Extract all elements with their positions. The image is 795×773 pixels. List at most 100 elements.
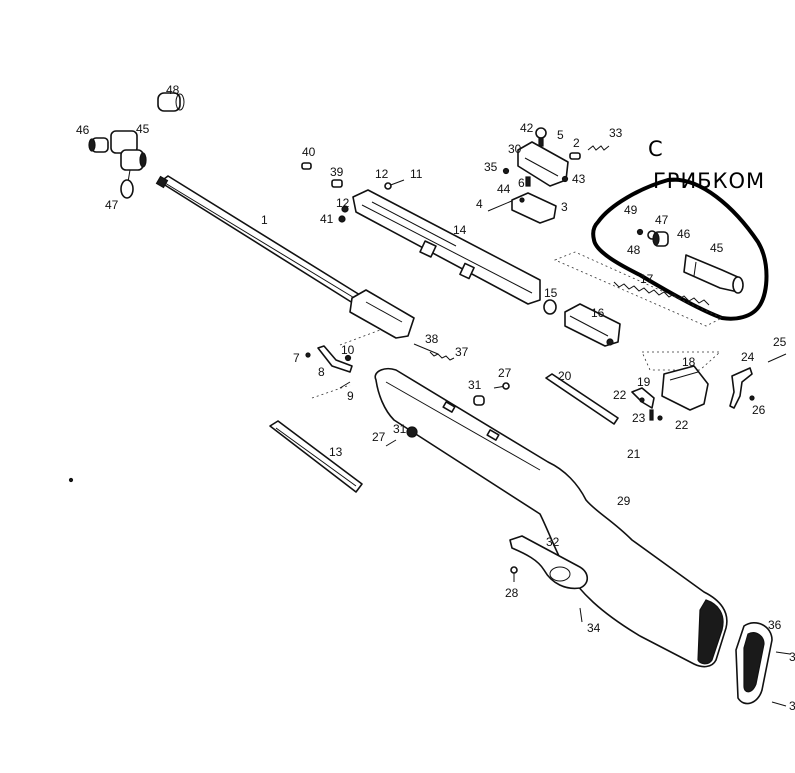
screw-34	[579, 607, 583, 623]
callout-20: 20	[558, 369, 572, 383]
callout-15: 15	[544, 286, 558, 300]
callout-22b: 22	[675, 418, 689, 432]
pin-35	[502, 167, 510, 175]
muzzle-mushroom-45	[110, 130, 147, 171]
callout-48: 48	[166, 83, 180, 97]
callout-43: 43	[572, 172, 586, 186]
pin-10	[344, 354, 352, 362]
pin-22a	[639, 397, 645, 403]
callout-45: 45	[136, 122, 150, 136]
callout-31b: 31	[393, 422, 407, 436]
mainspring-17	[613, 281, 710, 306]
callout-10: 10	[341, 343, 355, 357]
callout-6: 6	[518, 176, 525, 190]
callout-3-lower: 3	[789, 699, 795, 713]
callout-13: 13	[329, 445, 343, 459]
callout-4: 4	[476, 197, 483, 211]
pin-23	[649, 409, 654, 421]
callout-24: 24	[741, 350, 755, 364]
buttplate-36	[735, 622, 773, 705]
callout-22a: 22	[613, 388, 627, 402]
mushroom-45	[683, 254, 744, 294]
callout-28: 28	[505, 586, 519, 600]
callout-25: 25	[773, 335, 787, 349]
callout-48b: 48	[627, 243, 641, 257]
callout-14: 14	[453, 223, 467, 237]
callout-44: 44	[497, 182, 511, 196]
callout-12b: 12	[336, 196, 350, 210]
annotation-line-1: С	[648, 137, 664, 161]
rod-13	[269, 420, 363, 493]
callout-37: 37	[455, 345, 469, 359]
pin-6	[525, 176, 531, 187]
callout-34: 34	[587, 621, 601, 635]
screw-28	[510, 566, 518, 582]
pin-25	[767, 353, 787, 363]
callout-2: 2	[573, 136, 580, 150]
receiver-14	[352, 189, 541, 305]
trigger-24	[729, 367, 753, 409]
lever-20	[545, 373, 619, 425]
pin-7	[305, 352, 311, 358]
screw-27-lower	[385, 439, 397, 447]
buttplate-screw-upper	[775, 651, 791, 655]
bolt-16	[564, 303, 621, 347]
barrel-1	[155, 175, 415, 339]
callout-47b: 47	[655, 213, 669, 227]
callout-46: 46	[76, 123, 90, 137]
callout-36: 36	[768, 618, 782, 632]
spring-guide-outline	[553, 251, 723, 327]
callout-27b: 27	[372, 430, 386, 444]
callout-7: 7	[293, 351, 300, 365]
stock-29	[374, 367, 728, 668]
callout-17: 17	[640, 272, 654, 286]
callout-31a: 31	[468, 378, 482, 392]
spring-8	[317, 345, 353, 373]
screw-27-upper	[493, 382, 510, 390]
callout-16: 16	[591, 306, 605, 320]
plate-3	[511, 192, 557, 224]
callout-8: 8	[318, 365, 325, 379]
callout-12a: 12	[375, 167, 389, 181]
callout-47: 47	[105, 198, 119, 212]
nut-31-lower	[406, 426, 418, 438]
pin-43	[561, 175, 569, 183]
sling-swivel-47	[120, 169, 134, 199]
callout-42: 42	[520, 121, 534, 135]
trigger-guard-32	[509, 535, 589, 590]
callout-29: 29	[617, 494, 631, 508]
screw-11	[384, 179, 405, 190]
screw-41	[338, 215, 346, 223]
callout-11: 11	[410, 167, 423, 181]
callout-9: 9	[347, 389, 354, 403]
callout-39: 39	[330, 165, 344, 179]
ring-15	[543, 299, 557, 315]
pin-38	[413, 343, 439, 355]
callout-27a: 27	[498, 366, 512, 380]
stray-dot	[68, 477, 74, 483]
highlight-outline	[591, 177, 769, 321]
pin-9	[339, 381, 351, 389]
pin-22b	[657, 415, 663, 421]
callout-46b: 46	[677, 227, 691, 241]
nut-46	[652, 231, 669, 247]
trigger-block-18	[661, 365, 709, 411]
callout-30: 30	[508, 142, 522, 156]
leader-lines	[311, 329, 722, 399]
pin-40	[301, 162, 312, 170]
callout-45b: 45	[710, 241, 724, 255]
callout-23: 23	[632, 411, 646, 425]
callout-41: 41	[320, 212, 334, 226]
spring-37	[429, 351, 455, 361]
pin-26	[749, 395, 755, 401]
pin-4	[487, 199, 515, 212]
muzzle-nut-46	[88, 137, 109, 153]
button-42	[535, 127, 547, 139]
callout-21: 21	[627, 447, 641, 461]
spring-39	[331, 179, 343, 188]
callout-38: 38	[425, 332, 439, 346]
buttplate-screw-lower	[771, 701, 787, 707]
callout-1: 1	[261, 213, 268, 227]
callout-5: 5	[557, 128, 564, 142]
